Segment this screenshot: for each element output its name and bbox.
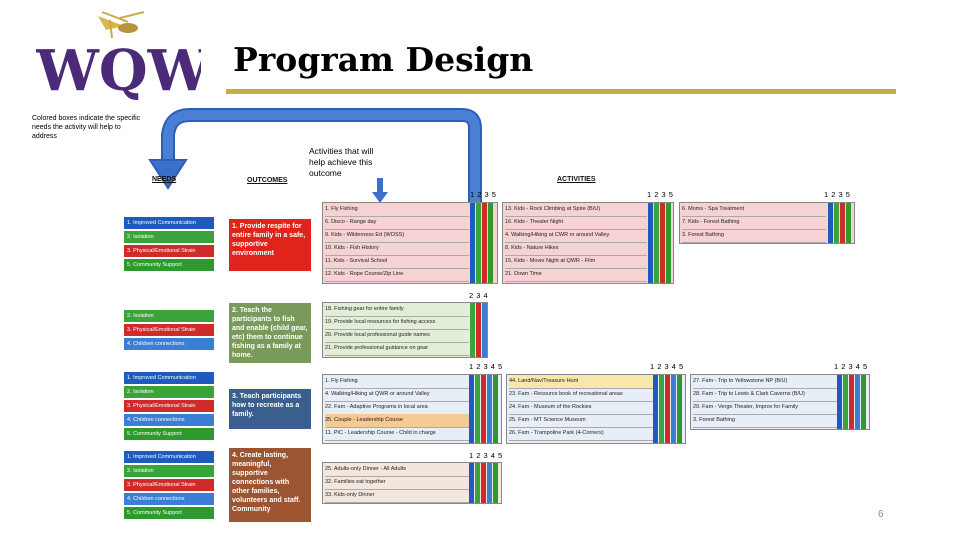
need-isolation: 2. Isolation xyxy=(124,465,214,477)
list-item: 32. Families eat together xyxy=(325,476,469,490)
activity-list: 1. Fly Fishing 6. Disco - Range day 9. K… xyxy=(322,202,498,284)
activity-col-header: 1 2 3 4 5 xyxy=(469,362,503,371)
need-isolation: 2. Isolation xyxy=(124,310,214,322)
list-item: 18. Fishing gear for entire family xyxy=(325,303,469,317)
outcome-2: 2. Teach the participants to fish and en… xyxy=(229,303,311,363)
list-item: 26. Fam - Trampoline Park (4-Corners) xyxy=(509,427,653,441)
list-item: 6. Disco - Range day xyxy=(325,216,469,230)
list-item: 29. Fam - Verge Theater, Improv for Fami… xyxy=(693,401,837,415)
list-item: 11. PIC - Leadership Course - Child in c… xyxy=(325,427,469,441)
need-children-connections: 4. Children connections xyxy=(124,493,214,505)
activity-col-header: 1 2 3 5 xyxy=(824,190,851,199)
list-item: 28. Fam - Trip to Lewis & Clark Caverns … xyxy=(693,388,837,402)
activity-list: 6. Moms - Spa Treatment 7. Kids - Forest… xyxy=(679,202,855,244)
list-item: 22. Fam - Adaptive Programs in local are… xyxy=(325,401,469,415)
list-item: 33. Kids-only Dinner xyxy=(325,489,469,503)
list-item: 35. Couple - Leadership Course xyxy=(325,414,469,428)
activity-list: 18. Fishing gear for entire family 19. P… xyxy=(322,302,488,358)
list-item: 20. Provide local professional guide nam… xyxy=(325,329,469,343)
need-markers xyxy=(470,203,494,283)
list-item: 13. Kids - Rock Climbing at Spire (B/U) xyxy=(505,203,647,217)
list-item: 27. Fam - Trip to Yellowstone NP (B/U) xyxy=(693,375,837,389)
need-markers xyxy=(469,375,499,443)
activity-col-header: 1 2 3 5 xyxy=(647,190,674,199)
outcome-3: 3. Teach participants how to recreate as… xyxy=(229,389,311,429)
need-improved-communication: 1. Improved Communication xyxy=(124,372,214,384)
outcome-1: 1. Provide respite for entire family in … xyxy=(229,219,311,271)
list-item: 6. Moms - Spa Treatment xyxy=(682,203,826,217)
need-community-support: 5. Community Support xyxy=(124,428,214,440)
need-markers xyxy=(648,203,672,283)
need-markers xyxy=(470,303,488,357)
list-item: 16. Kids - Theater Night xyxy=(505,216,647,230)
need-isolation: 2. Isolation xyxy=(124,386,214,398)
activity-col-header: 1 2 3 4 5 xyxy=(834,362,868,371)
needs-header: NEEDS xyxy=(152,176,177,183)
list-item: 19. Provide local resources for fishing … xyxy=(325,316,469,330)
legend-note: Colored boxes indicate the specific need… xyxy=(32,115,141,140)
activity-list: 27. Fam - Trip to Yellowstone NP (B/U) 2… xyxy=(690,374,870,430)
need-isolation: 2. Isolation xyxy=(124,231,214,243)
need-improved-communication: 1. Improved Communication xyxy=(124,451,214,463)
need-children-connections: 4. Children connections xyxy=(124,338,214,350)
callout-text: Activities that will help achieve this o… xyxy=(309,146,374,178)
need-community-support: 5. Community Support xyxy=(124,259,214,271)
activity-list: 1. Fly Fishing 4. Walking/Hiking at QWR … xyxy=(322,374,502,444)
list-item: 1. Fly Fishing xyxy=(325,375,469,389)
list-item: 7. Kids - Forest Bathing xyxy=(682,216,826,230)
need-community-support: 5. Community Support xyxy=(124,507,214,519)
list-item: 24. Fam - Museum of the Rockies xyxy=(509,401,653,415)
page-title: Program Design xyxy=(233,40,534,79)
list-item: 23. Fam - Resource book of recreational … xyxy=(509,388,653,402)
list-item: 3. Forest Bathing xyxy=(682,229,826,243)
activities-header: ACTIVITIES xyxy=(557,176,596,183)
activity-col-header: 2 3 4 xyxy=(469,291,489,300)
list-item: 1. Fly Fishing xyxy=(325,203,469,217)
need-physical-emotional-strain: 3. Physical/Emotional Strain xyxy=(124,324,214,336)
activity-col-header: 1 2 3 4 5 xyxy=(650,362,684,371)
need-physical-emotional-strain: 3. Physical/Emotional Strain xyxy=(124,245,214,257)
list-item: 10. Kids - Fish History xyxy=(325,242,469,256)
list-item: 12. Kids - Rope Course/Zip Line xyxy=(325,268,469,282)
need-markers xyxy=(837,375,867,429)
title-underline xyxy=(226,89,896,94)
list-item: 25. Fam - MT Science Museum xyxy=(509,414,653,428)
activity-col-header: 1 2 3 4 5 xyxy=(469,451,503,460)
list-item: 21. Provide professional guidance on gea… xyxy=(325,342,469,356)
need-children-connections: 4. Children connections xyxy=(124,414,214,426)
svg-text:WQW: WQW xyxy=(36,38,201,100)
wqw-logo: WQW xyxy=(35,8,212,104)
list-item: 9. Kids - Wilderness Ed (WOSS) xyxy=(325,229,469,243)
list-item: 15. Kids - Movie Night at QWR - Film xyxy=(505,255,647,269)
list-item: 4. Walking/Hiking at QWR or around Valle… xyxy=(325,388,469,402)
list-item: 8. Kids - Nature Hikes xyxy=(505,242,647,256)
list-item: 21. Down Time xyxy=(505,268,647,282)
need-markers xyxy=(653,375,683,443)
need-improved-communication: 1. Improved Communication xyxy=(124,217,214,229)
list-item: 11. Kids - Survival School xyxy=(325,255,469,269)
activity-list: 13. Kids - Rock Climbing at Spire (B/U) … xyxy=(502,202,674,284)
fly-icon xyxy=(98,11,145,39)
list-item: 3. Forest Bathing xyxy=(693,414,837,428)
need-physical-emotional-strain: 3. Physical/Emotional Strain xyxy=(124,400,214,412)
page-number: 6 xyxy=(878,509,884,520)
outcomes-header: OUTCOMES xyxy=(247,177,288,184)
outcome-4: 4. Create lasting, meaningful, supportiv… xyxy=(229,448,311,522)
activity-list: 25. Adults-only Dinner - All Adults 32. … xyxy=(322,462,502,504)
need-physical-emotional-strain: 3. Physical/Emotional Strain xyxy=(124,479,214,491)
need-markers xyxy=(469,463,499,503)
activity-col-header: 1 2 3 5 xyxy=(470,190,497,199)
activity-list: 44. Land/Nav/Treasure Hunt 23. Fam - Res… xyxy=(506,374,686,444)
list-item: 4. Walking/Hiking at CWR or around Valle… xyxy=(505,229,647,243)
list-item: 25. Adults-only Dinner - All Adults xyxy=(325,463,469,477)
need-markers xyxy=(828,203,852,243)
list-item: 44. Land/Nav/Treasure Hunt xyxy=(509,375,653,389)
